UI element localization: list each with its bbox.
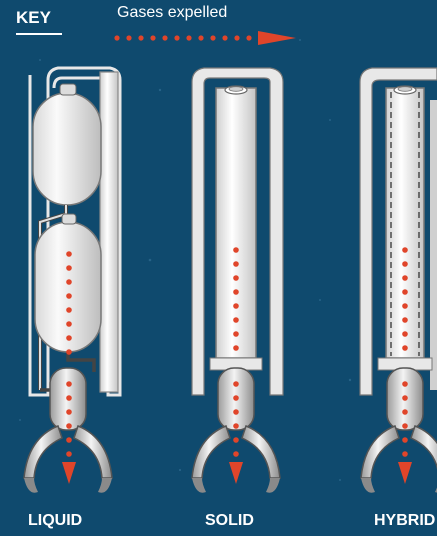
liquid-upper-tank <box>33 93 101 205</box>
liquid-rocket-label: LIQUID <box>28 512 82 530</box>
solid-rocket-label: SOLID <box>205 512 254 530</box>
key-underline <box>16 33 62 35</box>
liquid-lower-tank <box>35 222 101 352</box>
liquid-rocket <box>24 68 120 493</box>
key-title: KEY <box>16 8 51 28</box>
gases-expelled-arrow-icon <box>114 31 296 45</box>
hybrid-rocket <box>360 68 437 493</box>
hybrid-rocket-label: HYBRID <box>374 512 435 530</box>
key-gases-expelled-label: Gases expelled <box>117 4 227 22</box>
solid-rocket <box>192 68 283 493</box>
